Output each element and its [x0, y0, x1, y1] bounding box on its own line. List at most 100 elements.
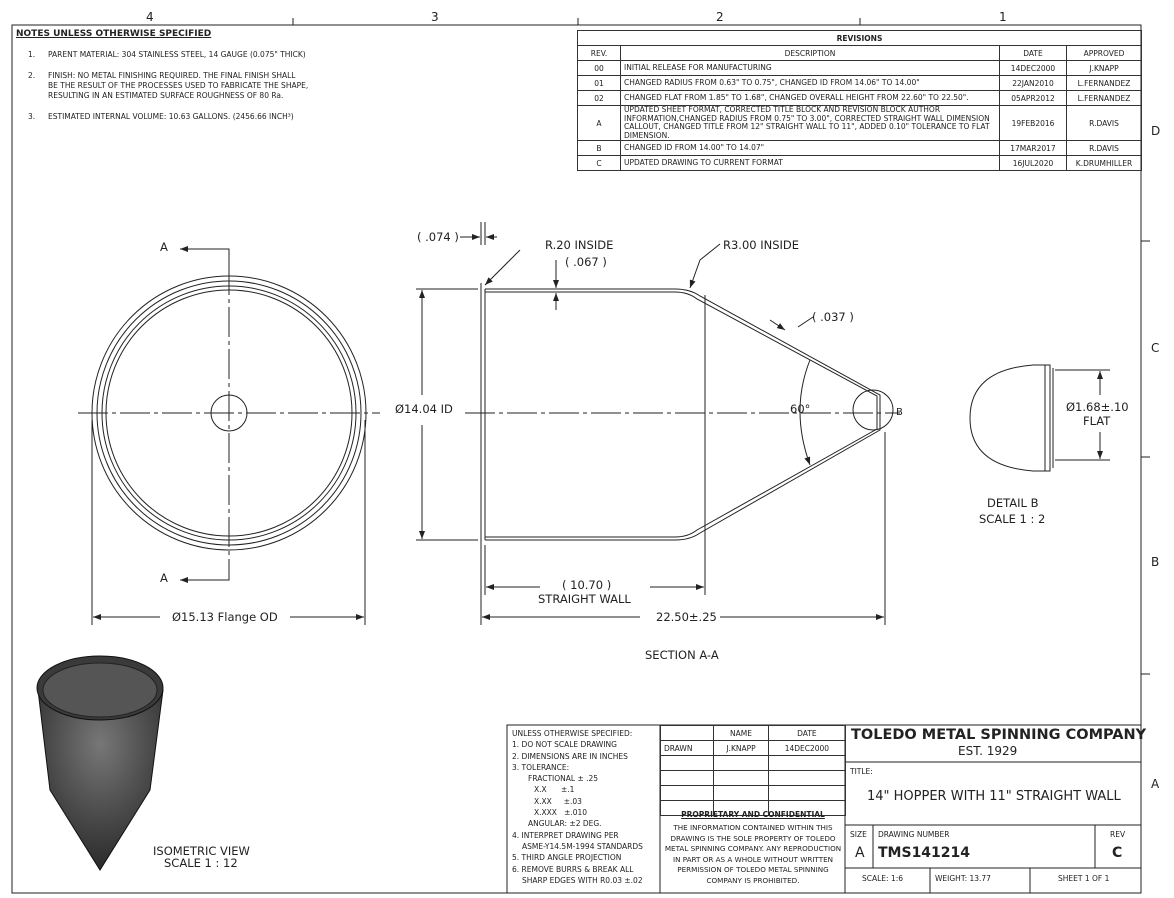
r300-callout: R3.00 INSIDE: [723, 238, 800, 252]
id-dimension: Ø14.04 ID: [395, 402, 453, 416]
flange-od-dimension: Ø15.13 Flange OD: [172, 610, 278, 624]
zone-label: D: [1151, 124, 1161, 138]
zone-label: A: [1151, 777, 1160, 791]
revision-date: 05APR2012: [999, 90, 1067, 106]
spec-line: X.XX ±.03: [534, 796, 582, 806]
spec-line: X.XXX ±.010: [534, 808, 588, 818]
header-rev: REV.: [577, 45, 621, 61]
drawn-name: J.KNAPP: [713, 740, 769, 756]
sheet-value: SHEET 1 OF 1: [1058, 874, 1110, 883]
section-mark-bottom: A: [160, 571, 168, 585]
spec-line: 6. REMOVE BURRS & BREAK ALL: [512, 864, 634, 874]
note-line: RESULTING IN AN ESTIMATED SURFACE ROUGHN…: [48, 91, 284, 100]
name-header: NAME: [713, 725, 769, 741]
straight-wall-label: STRAIGHT WALL: [538, 592, 631, 606]
revision-rev: 00: [577, 60, 621, 76]
zone-label: 4: [146, 10, 154, 24]
detail-mark: B: [896, 407, 903, 418]
zone-label: C: [1151, 341, 1160, 355]
spec-line: UNLESS OTHERWISE SPECIFIED:: [512, 729, 633, 738]
revision-rev: 02: [577, 90, 621, 106]
note-line: PARENT MATERIAL: 304 STAINLESS STEEL, 14…: [48, 50, 306, 59]
drawing-title: 14" HOPPER WITH 11" STRAIGHT WALL: [867, 789, 1121, 804]
note-number: 1.: [28, 50, 36, 59]
proprietary-title: PROPRIETARY AND CONFIDENTIAL: [681, 810, 825, 819]
detail-scale: SCALE 1 : 2: [979, 512, 1046, 526]
revisions-title: REVISIONS: [577, 30, 1142, 46]
revision-approved: R.DAVIS: [1066, 105, 1142, 141]
revision-date: 19FEB2016: [999, 105, 1067, 141]
spec-line: 4. INTERPRET DRAWING PER: [512, 830, 619, 840]
revision-description: CHANGED RADIUS FROM 0.63" TO 0.75", CHAN…: [620, 75, 1000, 91]
spec-line: ASME-Y14.5M-1994 STANDARDS: [522, 841, 643, 851]
revision-date: 22JAN2010: [999, 75, 1067, 91]
spec-line: ANGULAR: ±2 DEG.: [528, 819, 602, 829]
date-header: DATE: [767, 725, 847, 741]
header-approved: APPROVED: [1066, 45, 1142, 61]
revision-date: 14DEC2000: [999, 60, 1067, 76]
zone-label: 1: [999, 10, 1007, 24]
spec-line: FRACTIONAL ± .25: [528, 774, 599, 784]
straight-wall-value: ( 10.70 ): [562, 578, 612, 592]
detail-label: DETAIL B: [987, 496, 1039, 510]
revision-approved: L.FERNANDEZ: [1066, 90, 1142, 106]
flat-dimension: Ø1.68±.10: [1066, 400, 1129, 414]
drawn-label: DRAWN: [659, 740, 715, 756]
proprietary-text: THE INFORMATION CONTAINED WITHIN THIS DR…: [664, 823, 842, 885]
drawing-number-label: DRAWING NUMBER: [878, 830, 950, 839]
revision-rev: C: [577, 155, 621, 171]
revision-description: UPDATED DRAWING TO CURRENT FORMAT: [620, 155, 1000, 171]
note-line: ESTIMATED INTERNAL VOLUME: 10.63 GALLONS…: [48, 112, 294, 121]
thickness-074-dimension: ( .074 ): [417, 230, 459, 244]
general-spec-notes: UNLESS OTHERWISE SPECIFIED: 1. DO NOT SCA…: [512, 728, 643, 886]
spec-line: 5. THIRD ANGLE PROJECTION: [512, 853, 622, 863]
size-value: A: [855, 845, 865, 861]
note-number: 2.: [28, 71, 36, 80]
rev-label: REV: [1110, 830, 1126, 839]
flat-label: FLAT: [1083, 414, 1111, 428]
r20-callout: R.20 INSIDE: [545, 238, 614, 252]
revision-approved: J.KNAPP: [1066, 60, 1142, 76]
spec-line: 1. DO NOT SCALE DRAWING: [512, 740, 617, 750]
size-label: SIZE: [850, 830, 867, 839]
header-description: DESCRIPTION: [620, 45, 1000, 61]
rev-value: C: [1112, 845, 1123, 861]
revision-rev: 01: [577, 75, 621, 91]
spec-line: 2. DIMENSIONS ARE IN INCHES: [512, 751, 628, 761]
company-name: TOLEDO METAL SPINNING COMPANY: [851, 727, 1147, 743]
zone-label: 3: [431, 10, 439, 24]
weight-value: WEIGHT: 13.77: [935, 874, 991, 883]
detail-b-view: [969, 364, 1110, 472]
spec-line: SHARP EDGES WITH R0.03 ±.02: [522, 875, 643, 885]
revision-rev: B: [577, 140, 621, 156]
zone-label: 2: [716, 10, 724, 24]
spec-line: 3. TOLERANCE:: [512, 762, 570, 772]
note-number: 3.: [28, 112, 36, 121]
revision-description: CHANGED FLAT FROM 1.85" TO 1.68", CHANGE…: [620, 90, 1000, 106]
revision-description: INITIAL RELEASE FOR MANUFACTURING: [620, 60, 1000, 76]
note-line: FINISH: NO METAL FINISHING REQUIRED. THE…: [48, 71, 296, 80]
title-label: TITLE:: [850, 767, 873, 776]
zone-label: B: [1151, 555, 1160, 569]
revision-description: UPDATED SHEET FORMAT, CORRECTED TITLE BL…: [620, 105, 1000, 141]
dimension-067: ( .067 ): [565, 255, 607, 269]
section-mark-top: A: [160, 240, 168, 254]
header-date: DATE: [999, 45, 1067, 61]
revision-date: 16JUL2020: [999, 155, 1067, 171]
revision-approved: R.DAVIS: [1066, 140, 1142, 156]
scale-value: SCALE: 1:6: [862, 874, 904, 883]
drawing-number: TMS141214: [878, 845, 971, 861]
isometric-view: [36, 655, 164, 871]
spec-line: X.X ±.1: [534, 785, 575, 795]
